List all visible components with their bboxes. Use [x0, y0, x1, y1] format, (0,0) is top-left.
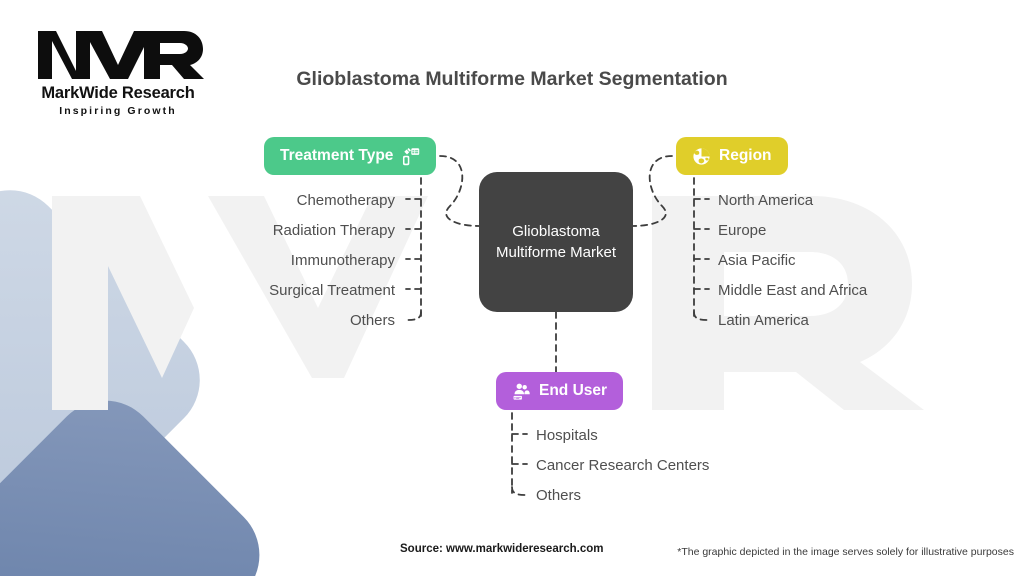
page-title: Glioblastoma Multiforme Market Segmentat…: [296, 68, 728, 90]
list-item[interactable]: Middle East and Africa: [718, 281, 868, 299]
brand-logo: MarkWide Research Inspiring Growth: [32, 27, 204, 117]
list-item[interactable]: Hospitals: [536, 426, 598, 444]
list-item[interactable]: Others: [349, 311, 395, 329]
center-node-label: Glioblastoma Multiforme Market: [495, 222, 617, 261]
list-item[interactable]: Cancer Research Centers: [536, 456, 710, 474]
list-item[interactable]: Radiation Therapy: [272, 221, 395, 239]
logo-mark-icon: [38, 31, 204, 79]
branch-badge-end-user[interactable]: End User: [496, 372, 624, 410]
list-item[interactable]: Asia Pacific: [718, 251, 796, 269]
branch-items-end-user: Hospitals Cancer Research Centers Others: [536, 420, 786, 510]
branch-badge-region[interactable]: Region: [676, 137, 788, 175]
brand-tagline: Inspiring Growth: [59, 105, 177, 117]
branch-label-region: Region: [719, 147, 772, 164]
users-icon: [512, 382, 531, 401]
branch-items-treatment-type: Chemotherapy Radiation Therapy Immunothe…: [180, 185, 395, 335]
globe-icon: [692, 147, 711, 166]
brand-name: MarkWide Research: [41, 84, 195, 102]
branch-label-end-user: End User: [539, 382, 608, 399]
branch-label-treatment-type: Treatment Type: [280, 147, 394, 164]
list-item[interactable]: Surgical Treatment: [269, 281, 395, 299]
branch-badge-treatment-type[interactable]: Treatment Type: [264, 137, 437, 175]
list-item[interactable]: Latin America: [718, 311, 809, 329]
disclaimer-note: *The graphic depicted in the image serve…: [677, 546, 1014, 558]
branch-items-region: North America Europe Asia Pacific Middle…: [718, 185, 978, 335]
source-note: Source: www.markwideresearch.com: [400, 543, 604, 555]
list-item[interactable]: Chemotherapy: [296, 191, 395, 209]
medical-device-icon: [401, 147, 420, 166]
list-item[interactable]: Others: [536, 486, 582, 504]
list-item[interactable]: Immunotherapy: [290, 251, 395, 269]
center-node[interactable]: Glioblastoma Multiforme Market: [479, 172, 633, 312]
list-item[interactable]: North America: [718, 191, 814, 209]
list-item[interactable]: Europe: [718, 221, 767, 239]
